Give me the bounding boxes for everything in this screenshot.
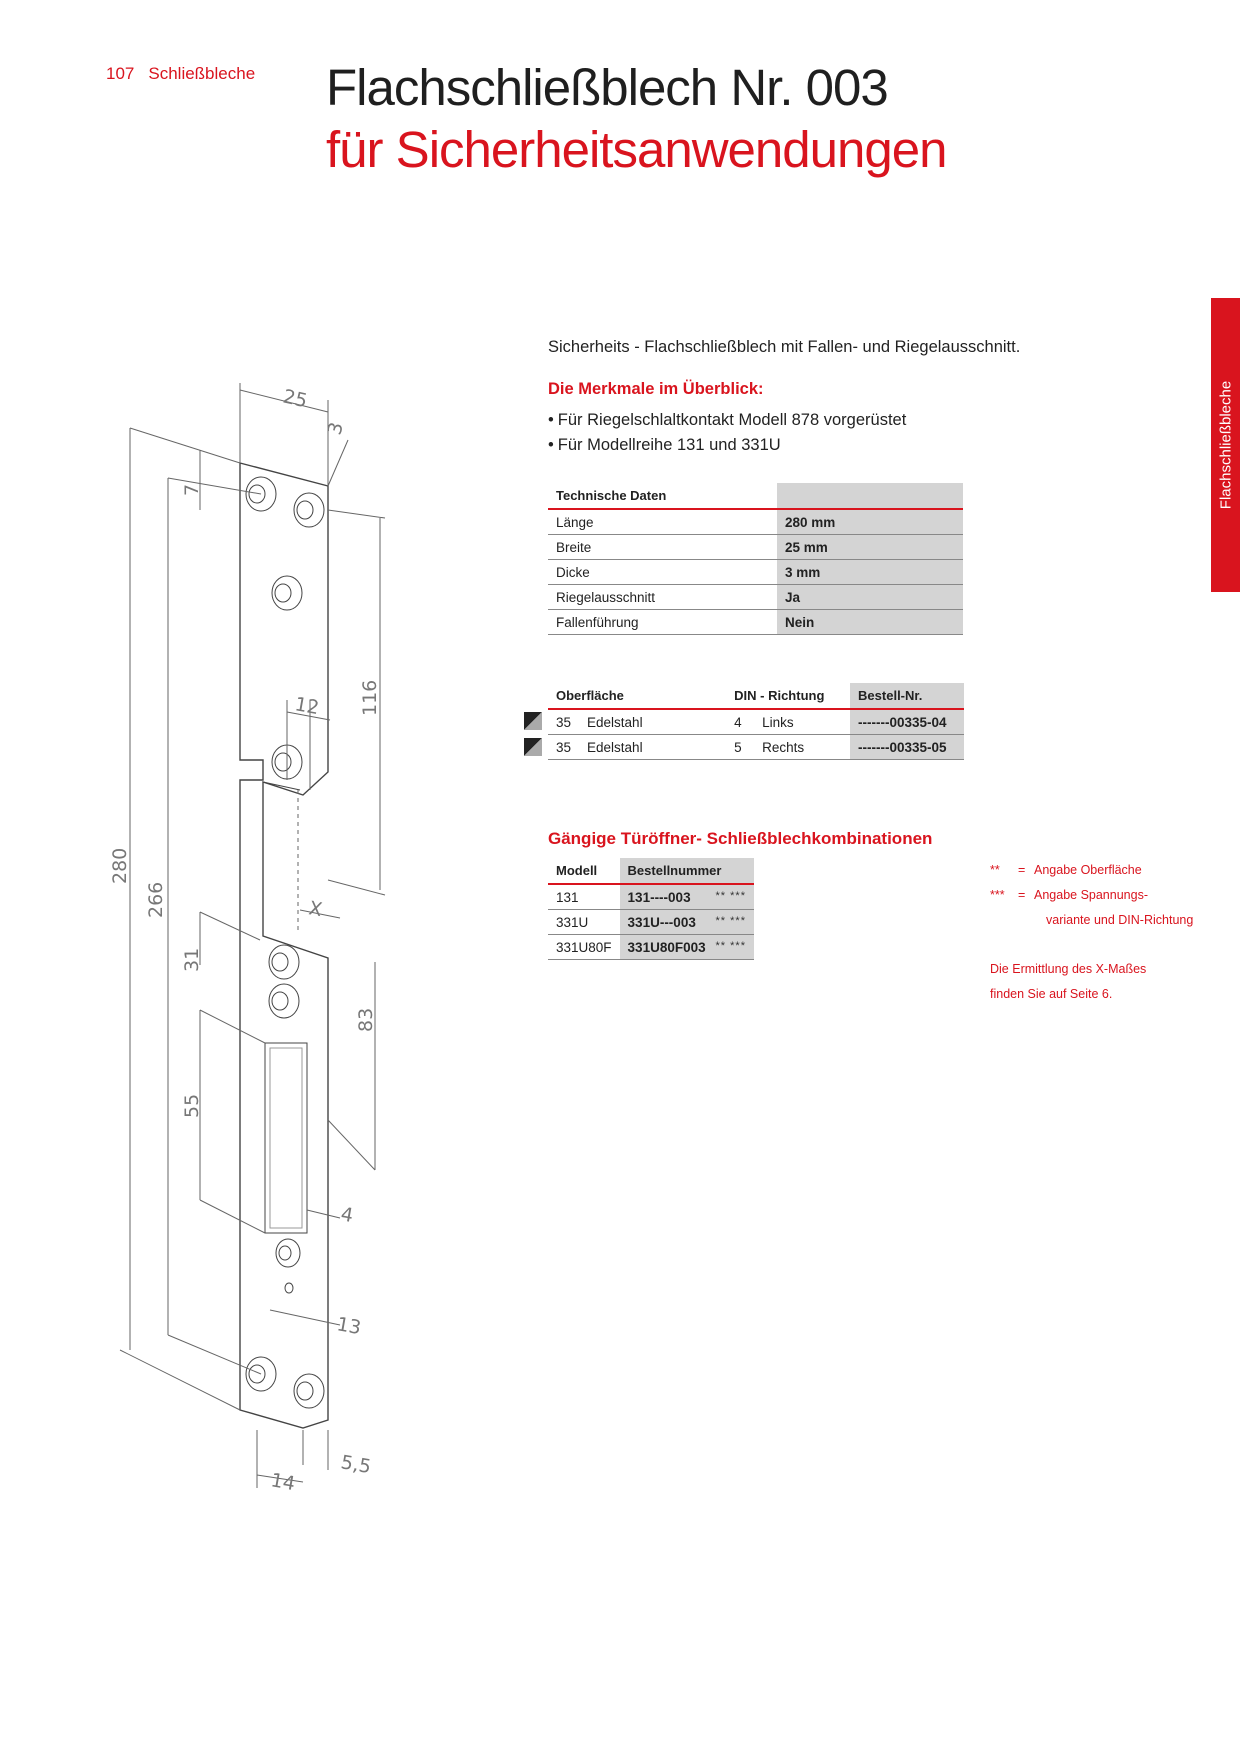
dim-12: 12 bbox=[293, 693, 321, 719]
combinations-heading: Gängige Türöffner- Schließblechkombinati… bbox=[548, 829, 933, 848]
dim-31: 31 bbox=[181, 948, 203, 972]
page-header: 107 Schließbleche bbox=[106, 64, 255, 84]
dim-4: 4 bbox=[339, 1203, 355, 1227]
section-name: Schließbleche bbox=[148, 64, 256, 83]
col-din: DIN - Richtung bbox=[726, 683, 851, 710]
dim-5-5: 5,5 bbox=[339, 1451, 373, 1478]
features-list: Für Riegelschlaltkontakt Modell 878 vorg… bbox=[548, 408, 907, 458]
surface-swatch-icon bbox=[524, 712, 542, 730]
combinations-table: Modell Bestellnummer 131 131----003 ** **… bbox=[548, 858, 754, 960]
note-text: finden Sie auf Seite 6. bbox=[990, 987, 1113, 1001]
table-row: Fallenführung Nein bbox=[548, 609, 963, 635]
intro-text: Sicherheits - Flachschließblech mit Fall… bbox=[548, 338, 1021, 356]
row-order: 131----003 bbox=[627, 889, 691, 905]
row-label: Länge bbox=[548, 509, 777, 535]
col-order-number: Bestellnummer bbox=[619, 858, 754, 885]
col-surface: Oberfläche bbox=[548, 683, 727, 710]
dim-266: 266 bbox=[145, 882, 167, 918]
dim-13: 13 bbox=[335, 1313, 363, 1339]
row-code: 35 bbox=[548, 709, 580, 735]
table-row: Dicke 3 mm bbox=[548, 559, 963, 585]
side-tab: Flachschließbleche bbox=[1211, 298, 1240, 592]
row-din-code: 5 bbox=[726, 734, 755, 760]
note-text: Angabe Spannungs- bbox=[1034, 888, 1148, 902]
row-value: 280 mm bbox=[777, 509, 963, 535]
row-din: Links bbox=[754, 709, 851, 735]
row-label: Fallenführung bbox=[548, 609, 777, 635]
row-value: 25 mm bbox=[777, 534, 963, 560]
list-item: Für Riegelschlaltkontakt Modell 878 vorg… bbox=[548, 408, 907, 433]
page-subtitle: für Sicherheitsanwendungen bbox=[326, 121, 947, 178]
dim-7: 7 bbox=[181, 484, 203, 496]
dim-83: 83 bbox=[355, 1008, 377, 1032]
dim-25: 25 bbox=[281, 385, 310, 412]
tech-data-heading: Technische Daten bbox=[548, 483, 777, 510]
dim-280: 280 bbox=[109, 848, 131, 884]
table-row: 331U80F 331U80F003 ** *** bbox=[548, 934, 754, 960]
row-din-code: 4 bbox=[726, 709, 755, 735]
row-value: Nein bbox=[777, 609, 963, 635]
note-equals: = bbox=[1018, 888, 1026, 902]
note-symbol: ** bbox=[990, 863, 1000, 877]
note-symbol: *** bbox=[990, 888, 1005, 902]
table-row: Länge 280 mm bbox=[548, 509, 963, 535]
side-tab-label: Flachschließbleche bbox=[1217, 380, 1234, 510]
dim-14: 14 bbox=[269, 1469, 297, 1495]
row-model: 331U bbox=[548, 909, 620, 935]
page-number: 107 bbox=[106, 64, 135, 83]
row-code: 35 bbox=[548, 734, 580, 760]
dimension-labels: 25 3 7 12 116 280 266 X 31 83 55 4 13 14… bbox=[109, 385, 381, 1495]
row-stars: ** *** bbox=[715, 914, 746, 927]
row-material: Edelstahl bbox=[579, 734, 727, 760]
tech-data-table: Technische Daten Länge 280 mm Breite 25 … bbox=[548, 483, 963, 635]
note-equals: = bbox=[1018, 863, 1026, 877]
x-measure-note: Die Ermittlung des X-Maßes finden Sie au… bbox=[990, 957, 1146, 1007]
list-item: Für Modellreihe 131 und 331U bbox=[548, 433, 906, 458]
tech-data-heading-blank bbox=[777, 483, 963, 510]
dim-x: X bbox=[307, 897, 324, 921]
col-order: Bestell-Nr. bbox=[850, 683, 964, 710]
row-model: 331U80F bbox=[548, 934, 620, 960]
row-label: Dicke bbox=[548, 559, 777, 585]
row-stars: ** *** bbox=[715, 939, 746, 952]
table-row: Breite 25 mm bbox=[548, 534, 963, 560]
row-material: Edelstahl bbox=[579, 709, 727, 735]
row-din: Rechts bbox=[754, 734, 851, 760]
technical-drawing: 25 3 7 12 116 280 266 X 31 83 55 4 13 14… bbox=[109, 383, 386, 1495]
note-text: variante und DIN-Richtung bbox=[1046, 913, 1194, 927]
note-text: Angabe Oberfläche bbox=[1034, 863, 1142, 877]
row-order: 331U80F003 bbox=[627, 939, 706, 955]
table-row: 131 131----003 ** *** bbox=[548, 884, 754, 910]
table-row: 35 Edelstahl 4 Links -------00335-04 bbox=[548, 709, 964, 735]
note-text: Die Ermittlung des X-Maßes bbox=[990, 962, 1147, 976]
dim-3: 3 bbox=[324, 420, 348, 437]
table-row: 331U 331U---003 ** *** bbox=[548, 909, 754, 935]
row-order: -------00335-05 bbox=[850, 734, 964, 760]
dim-55: 55 bbox=[181, 1094, 203, 1118]
features-heading: Die Merkmale im Überblick: bbox=[548, 380, 764, 398]
col-model: Modell bbox=[548, 858, 620, 885]
row-label: Breite bbox=[548, 534, 777, 560]
row-value: 3 mm bbox=[777, 559, 963, 585]
table-row: Riegelausschnitt Ja bbox=[548, 584, 963, 610]
row-order: 331U---003 bbox=[627, 914, 696, 930]
dim-116: 116 bbox=[359, 680, 381, 716]
page-title: Flachschließblech Nr. 003 bbox=[326, 59, 889, 116]
row-value: Ja bbox=[777, 584, 963, 610]
table-row: 35 Edelstahl 5 Rechts -------00335-05 bbox=[548, 734, 964, 760]
surface-table: Oberfläche DIN - Richtung Bestell-Nr. 35… bbox=[548, 683, 964, 760]
surface-swatch-icon bbox=[524, 738, 542, 756]
row-order: -------00335-04 bbox=[850, 709, 964, 735]
row-stars: ** *** bbox=[715, 889, 746, 902]
row-label: Riegelausschnitt bbox=[548, 584, 777, 610]
row-model: 131 bbox=[548, 884, 620, 910]
footnotes: ** = Angabe Oberfläche *** = Angabe Spannung… bbox=[990, 858, 1193, 933]
